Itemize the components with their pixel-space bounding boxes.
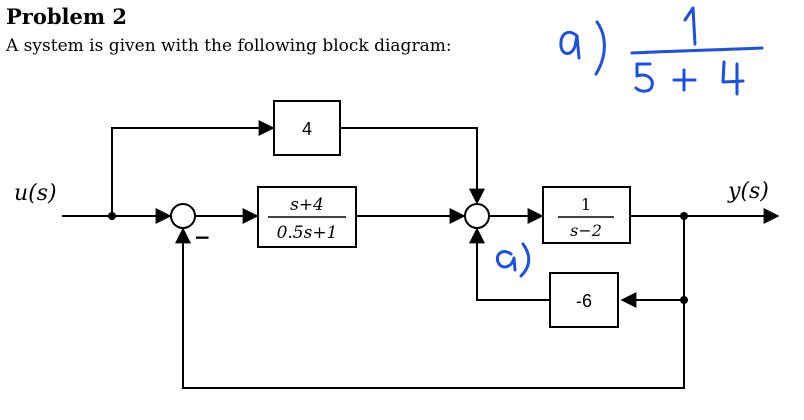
feedforward-to-sum2-line bbox=[340, 127, 485, 205]
problem-intro: A system is given with the following blo… bbox=[6, 36, 452, 56]
output-label: y(s) bbox=[727, 179, 769, 204]
marker-paren bbox=[519, 242, 531, 278]
problem-title: Problem 2 bbox=[6, 4, 128, 29]
answer-numerator-one bbox=[683, 6, 697, 46]
outer-feedback-line bbox=[175, 227, 685, 389]
feedforward-gain: 4 bbox=[302, 119, 312, 139]
inner-feedback-block bbox=[549, 272, 619, 328]
feedback-branch-dot bbox=[680, 296, 688, 304]
input-label: u(s) bbox=[14, 181, 57, 206]
minus-sign: − bbox=[194, 225, 211, 249]
controller-numerator: s+4 bbox=[290, 195, 324, 215]
answer-plus bbox=[672, 68, 697, 92]
summing-junction-1 bbox=[170, 203, 196, 229]
feedforward-block bbox=[273, 100, 341, 156]
feedforward-upper-line bbox=[111, 120, 275, 216]
answer-paren bbox=[594, 20, 606, 76]
plant-block bbox=[542, 186, 631, 244]
plant-denominator: s−2 bbox=[570, 221, 602, 240]
input-branch-dot bbox=[108, 212, 116, 220]
inner-feedback-return-line bbox=[469, 227, 550, 301]
answer-five bbox=[634, 62, 654, 93]
answer-four bbox=[721, 60, 745, 96]
controller-denominator: 0.5s+1 bbox=[277, 223, 338, 243]
summing-junction-2 bbox=[464, 203, 490, 229]
inner-feedback-line bbox=[620, 216, 685, 308]
output-branch-dot bbox=[680, 212, 688, 220]
handwritten-answer bbox=[495, 6, 764, 278]
answer-a-letter bbox=[559, 30, 581, 60]
inner-feedback-gain: -6 bbox=[576, 291, 592, 311]
answer-fraction-bar bbox=[630, 46, 764, 55]
marker-a-letter bbox=[495, 250, 517, 272]
plant-numerator: 1 bbox=[581, 195, 591, 214]
